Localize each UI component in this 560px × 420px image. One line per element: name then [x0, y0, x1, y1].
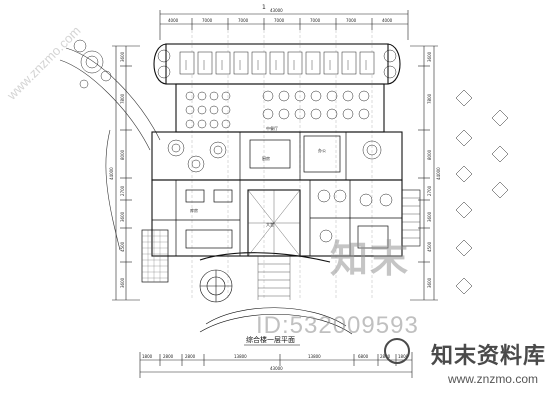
room-label-lobby: 大堂: [266, 221, 274, 227]
dining-tables-right: [262, 90, 370, 120]
dim-bottom-6: 6800: [358, 354, 369, 359]
room-label-dining: 中餐厅: [266, 125, 278, 131]
watermark-id: ID:532009593: [256, 312, 419, 339]
dim-top-3: 7000: [238, 18, 249, 23]
section-mark: 1: [262, 4, 266, 11]
left-dimension-chain: [112, 45, 140, 301]
right-tree-column: [455, 89, 509, 295]
brand-url: www.znzmo.com: [447, 372, 538, 386]
dim-right-2: 7800: [427, 93, 432, 104]
atrium-glass-grid: [247, 189, 301, 257]
dim-left-3: 8000: [120, 149, 125, 160]
room-label-office: 办公: [318, 147, 326, 153]
dim-left-1: 3600: [120, 51, 125, 62]
dim-right-total: 44000: [436, 167, 441, 180]
dim-bottom-1: 1800: [142, 354, 153, 359]
top-wing-end-tables: [157, 49, 397, 79]
brand-name: 知末资料库: [430, 344, 546, 369]
dim-right-7: 3600: [427, 277, 432, 288]
dining-tables-left: [185, 91, 231, 129]
entrance-arcs: [199, 307, 353, 335]
dim-right-3: 8000: [427, 149, 432, 160]
dim-bottom-total: 43000: [270, 366, 283, 371]
dim-bottom-5: 13800: [308, 354, 321, 359]
dim-top-total: 43000: [270, 8, 283, 13]
dim-bottom-4: 13800: [234, 354, 247, 359]
dim-right-4: 2700: [427, 185, 432, 196]
top-dimension-chain: [159, 10, 409, 40]
dim-top-1: 4000: [168, 18, 179, 23]
dim-left-4: 2700: [120, 185, 125, 196]
top-wing-booths: [179, 51, 375, 75]
right-stair: [401, 189, 421, 247]
dim-bottom-2: 2800: [163, 354, 174, 359]
right-dimension-chain: [410, 45, 438, 301]
brand-logo-icon: [384, 338, 410, 364]
plan-caption: 综合楼一层平面: [246, 335, 295, 344]
left-terrace-hatch: [141, 229, 169, 283]
room-label-storage: 库房: [190, 207, 198, 213]
dim-top-2: 7000: [202, 18, 213, 23]
dim-left-total: 44000: [109, 167, 114, 180]
dim-right-5: 3600: [427, 211, 432, 222]
watermark-brand-cn: 知末: [330, 239, 411, 281]
dim-bottom-3: 2800: [185, 354, 196, 359]
spiral-stair: [199, 269, 233, 303]
dim-top-6: 7000: [346, 18, 357, 23]
dim-left-7: 3600: [120, 277, 125, 288]
middle-room-walls: [239, 132, 347, 180]
dim-top-4: 7000: [274, 18, 285, 23]
dim-top-5: 7000: [310, 18, 321, 23]
tree-symbols-left: [73, 39, 112, 89]
room-label-kitchen: 厨房: [262, 155, 270, 161]
landscape-path: [59, 47, 161, 251]
lower-room-walls: [152, 180, 402, 256]
dim-right-1: 3600: [427, 51, 432, 62]
stair-block: [257, 256, 291, 300]
lower-tables: [317, 189, 393, 243]
dim-left-2: 7800: [120, 93, 125, 104]
banquet-tables: [167, 139, 382, 173]
dim-top-7: 4000: [382, 18, 393, 23]
dim-right-6: 4500: [427, 241, 432, 252]
dim-left-5: 3600: [120, 211, 125, 222]
bottom-dimension-chain: [139, 352, 413, 378]
dim-left-6: 4500: [120, 241, 125, 252]
top-wing-dividers: [185, 60, 367, 70]
